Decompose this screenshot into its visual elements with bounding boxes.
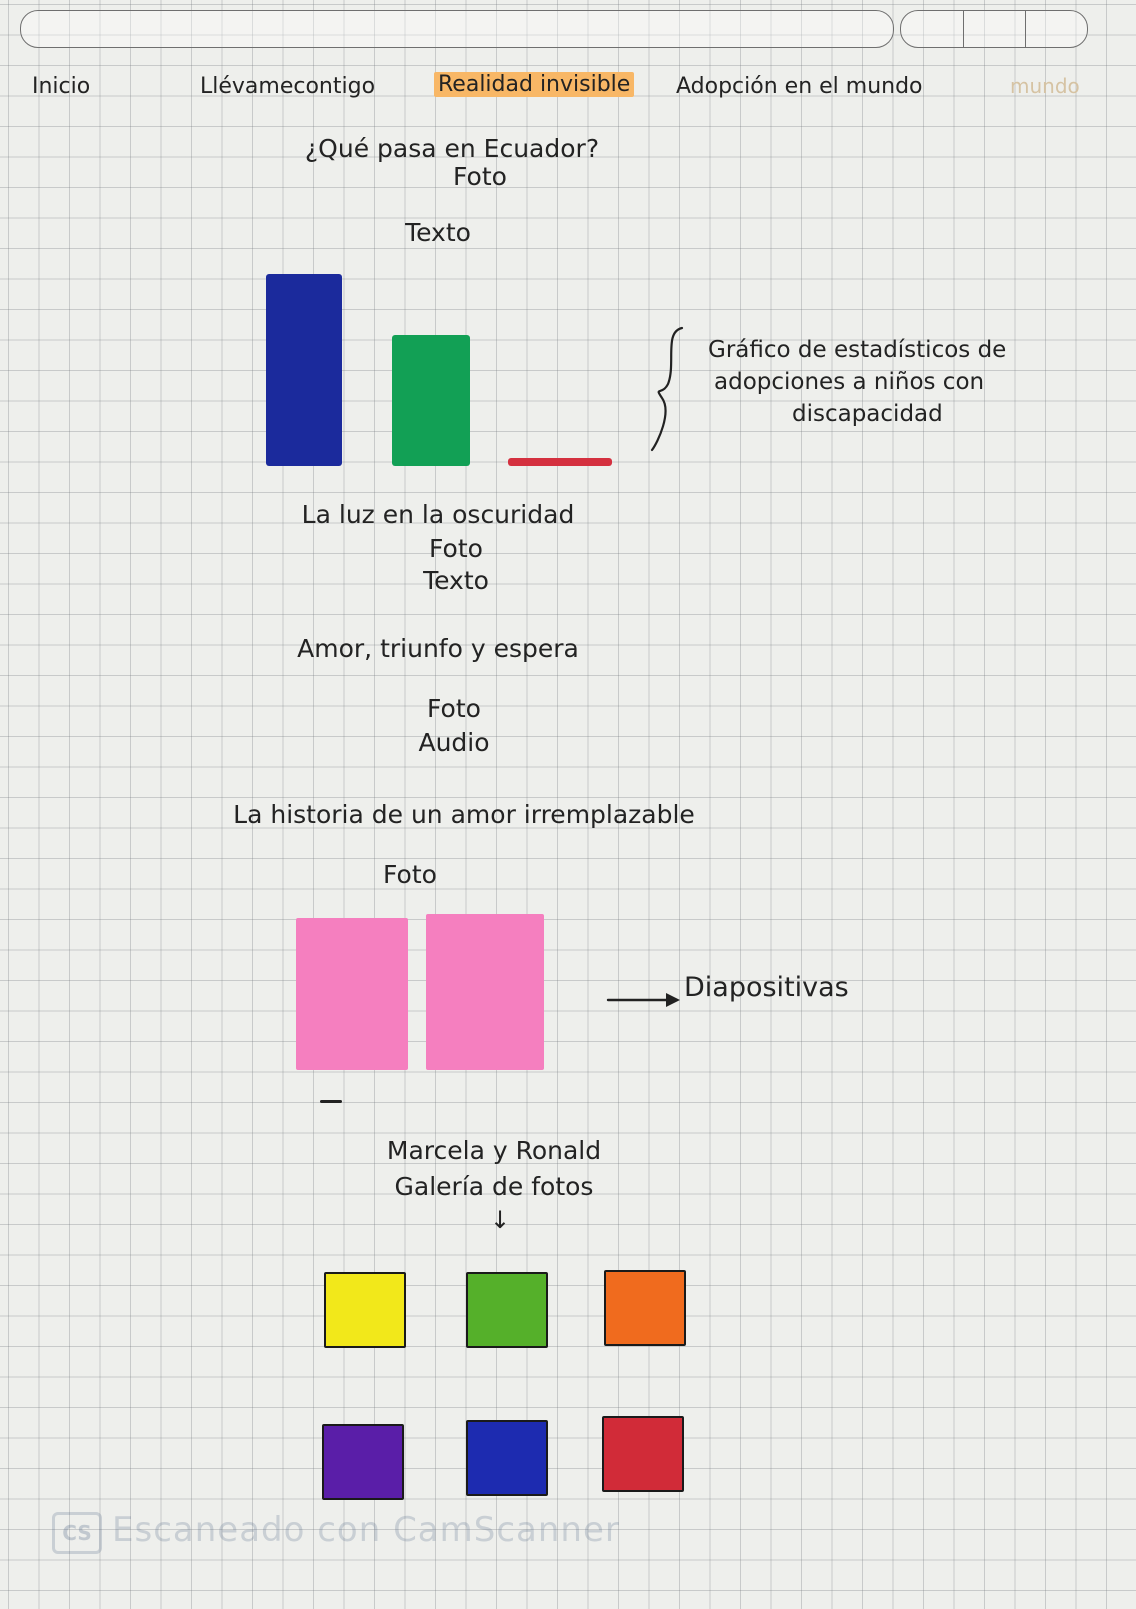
section-title-la-historia-de-un-amor-irremplazable: La historia de un amor irremplazable <box>233 800 695 829</box>
nav-item-adopcion-en-el-mundo[interactable]: Adopción en el mundo <box>676 74 923 99</box>
gallery-title: Galería de fotos <box>394 1172 594 1201</box>
chart-bar <box>508 458 612 466</box>
chart-annotation: Gráfico de estadísticos de adopciones a … <box>708 334 1006 430</box>
slide-underline <box>320 1100 342 1103</box>
chart-bar <box>266 274 342 466</box>
gallery-thumbnail[interactable] <box>466 1420 548 1496</box>
section-title-amor-triunfo-y-espera: Amor, triunfo y espera <box>297 634 579 663</box>
slide-placeholder[interactable] <box>296 918 408 1070</box>
audio-placeholder: Audio <box>418 728 490 757</box>
chart-annotation-line: adopciones a niños con <box>714 369 985 395</box>
section-title-la-luz-en-la-oscuridad: La luz en la oscuridad <box>301 500 575 529</box>
texto-placeholder: Texto <box>405 218 471 247</box>
arrow-right-icon <box>606 993 680 1007</box>
section-title-que-pasa-en-ecuador: ¿Qué pasa en Ecuador? <box>304 134 600 163</box>
window-controls <box>900 10 1088 48</box>
gallery-thumbnail[interactable] <box>322 1424 404 1500</box>
gallery-thumbnail[interactable] <box>604 1270 686 1346</box>
texto-placeholder: Texto <box>423 566 489 595</box>
camscanner-watermark: Escaneado con CamScanner <box>112 1510 620 1550</box>
nav-item-realidad-invisible[interactable]: Realidad invisible <box>434 72 635 97</box>
nav-item-inicio[interactable]: Inicio <box>32 74 91 99</box>
chart-bar <box>392 335 470 466</box>
ghost-text: mundo <box>1010 74 1080 98</box>
adoption-stats-chart <box>262 270 622 470</box>
window-control-divider <box>963 11 964 47</box>
gallery-thumbnail[interactable] <box>466 1272 548 1348</box>
foto-placeholder: Foto <box>453 162 507 191</box>
foto-placeholder: Foto <box>383 860 437 889</box>
arrow-down-icon: ↓ <box>489 1206 511 1234</box>
address-bar[interactable] <box>20 10 894 48</box>
gallery-subtitle: Marcela y Ronald <box>386 1136 602 1165</box>
gallery-thumbnail[interactable] <box>324 1272 406 1348</box>
brace-icon <box>650 326 684 452</box>
nav-item-llevame-contigo[interactable]: Llévamecontigo <box>200 74 376 99</box>
window-control-divider <box>1025 11 1026 47</box>
chart-annotation-line: Gráfico de estadísticos de <box>708 337 1007 363</box>
slide-placeholder[interactable] <box>426 914 544 1070</box>
chart-annotation-line: discapacidad <box>792 401 943 427</box>
gallery-thumbnail[interactable] <box>602 1416 684 1492</box>
slides-label: Diapositivas <box>684 972 849 1003</box>
foto-placeholder: Foto <box>427 694 481 723</box>
foto-placeholder: Foto <box>429 534 483 563</box>
camscanner-logo: CS <box>52 1512 102 1554</box>
